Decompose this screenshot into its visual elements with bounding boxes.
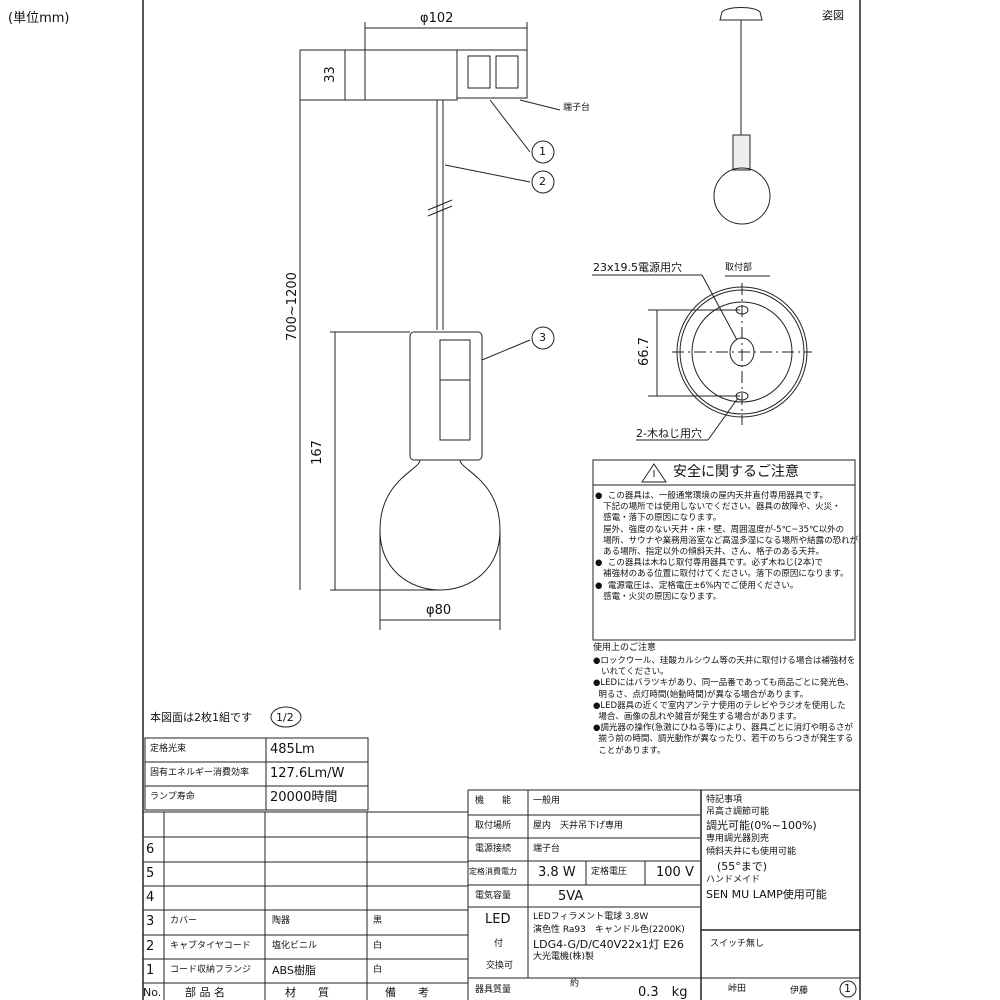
lamp-spec: LDG4-G/D/C40V22x1灯 E26	[533, 938, 685, 951]
dim-flange-height: 33	[322, 66, 338, 83]
sheet-number: 1/2	[276, 711, 294, 724]
part-2-balloon	[531, 170, 555, 194]
part-material: 塩化ビニル	[272, 941, 318, 951]
ceiling-flange	[364, 49, 528, 101]
spec-label: 定格光束	[150, 744, 187, 754]
mounting-plate-view	[592, 274, 812, 441]
part-material: ABS樹脂	[272, 964, 316, 977]
spec-value: 485Lm	[270, 742, 315, 757]
header-no: No.	[143, 986, 162, 999]
remark-line: SEN MU LAMP使用可能	[706, 888, 827, 901]
connection-label: 電源接続	[475, 844, 512, 854]
spec-value: 20000時間	[270, 790, 338, 805]
remark-line: 調光可能(0%~100%)	[706, 819, 817, 832]
weight-approx: 約	[570, 979, 580, 989]
lamp-spec: LEDフィラメント電球 3.8W	[533, 912, 649, 922]
sheet-note: 本図面は2枚1組です	[150, 711, 252, 724]
part-no: 1	[146, 963, 155, 978]
usage-title: 使用上のご注意	[593, 643, 657, 653]
bulb	[379, 459, 501, 591]
remark-line: 特記事項	[706, 795, 743, 805]
dim-bulb-diameter: φ80	[426, 603, 452, 618]
dim-lamp-height: 167	[309, 440, 325, 465]
weight-label: 器具質量	[475, 985, 512, 995]
dim-flange-diameter: φ102	[420, 11, 454, 26]
part-no: 5	[146, 866, 155, 881]
part-no: 4	[146, 890, 155, 905]
mount-section-label: 取付部	[725, 263, 753, 273]
function-value: 一般用	[533, 796, 561, 806]
terminal-label: 端子台	[563, 103, 591, 113]
capacity-label: 電気容量	[475, 891, 512, 901]
led-label: LED	[485, 912, 511, 927]
approver-name: 伊藤	[790, 986, 809, 996]
led-label: 付	[494, 939, 504, 949]
dim-mount-pitch: 66.7	[636, 337, 652, 366]
lamp-spec: 大光電機(株)製	[533, 952, 595, 962]
perspective-view	[713, 7, 771, 225]
part-name: カバー	[170, 916, 198, 926]
drafter-name: 峠田	[728, 984, 747, 994]
function-label: 機 能	[475, 796, 512, 806]
led-label: 交換可	[486, 961, 514, 971]
part-name: キャブタイヤコード	[170, 941, 251, 951]
part-note: 白	[373, 965, 383, 975]
capacity-value: 5VA	[558, 889, 584, 904]
part-2-label: 2	[539, 175, 546, 188]
unit-label: (単位mm)	[8, 11, 70, 26]
voltage-value: 100 V	[656, 865, 694, 880]
safety-text: ● この器具は、一般通常環境の屋内天井直付専用器具です。 下記の場所では使用しな…	[595, 491, 859, 602]
remark-line: 傾斜天井にも使用可能	[706, 847, 797, 857]
lamp-spec: 演色性 Ra93 キャンドル色(2200K)	[533, 925, 685, 935]
power-label: 定格消費電力	[469, 867, 517, 876]
part-material: 陶器	[272, 916, 291, 926]
switch-note: スイッチ無し	[710, 939, 765, 949]
part-name: コード収納フランジ	[170, 965, 252, 975]
remark-line: (55°まで)	[706, 860, 768, 873]
revision-number: 1	[844, 982, 851, 995]
part-3-balloon	[531, 326, 555, 350]
part-note: 黒	[373, 916, 383, 926]
cord	[427, 100, 453, 330]
connection-value: 端子台	[533, 844, 561, 854]
usage-text: ●ロックウール、珪酸カルシウム等の天井に取付ける場合は補強材を いれてください。…	[593, 656, 856, 756]
power-hole-label: 23x19.5電源用穴	[593, 261, 682, 274]
view-label: 姿図	[822, 9, 844, 22]
part-no: 2	[146, 939, 155, 954]
header-name: 部 品 名	[185, 986, 225, 999]
location-label: 取付場所	[475, 821, 512, 831]
voltage-label: 定格電圧	[591, 867, 628, 877]
part-no: 3	[146, 914, 155, 929]
remark-line: 吊高さ調節可能	[706, 807, 770, 817]
part-no: 6	[146, 842, 155, 857]
power-value: 3.8 W	[538, 865, 576, 880]
weight-value: 0.3 kg	[638, 985, 688, 1000]
safety-title: 安全に関するご注意	[673, 464, 799, 480]
remark-line: ハンドメイド	[706, 875, 761, 885]
header-material: 材 質	[285, 986, 329, 999]
spec-label: ランプ寿命	[150, 792, 195, 802]
socket-cover	[409, 331, 483, 461]
part-note: 白	[373, 941, 383, 951]
dim-cord-length: 700~1200	[284, 272, 300, 341]
part-1-label: 1	[539, 145, 546, 158]
spec-value: 127.6Lm/W	[270, 766, 345, 781]
remark-line: 専用調光器別売	[706, 834, 770, 844]
part-3-label: 3	[539, 331, 546, 344]
location-value: 屋内 天井吊下げ専用	[533, 821, 624, 831]
header-note: 備 考	[385, 986, 429, 999]
part-1-balloon	[531, 140, 555, 164]
spec-label: 固有エネルギー消費効率	[150, 768, 250, 778]
screw-holes-label: 2-木ねじ用穴	[636, 427, 702, 440]
